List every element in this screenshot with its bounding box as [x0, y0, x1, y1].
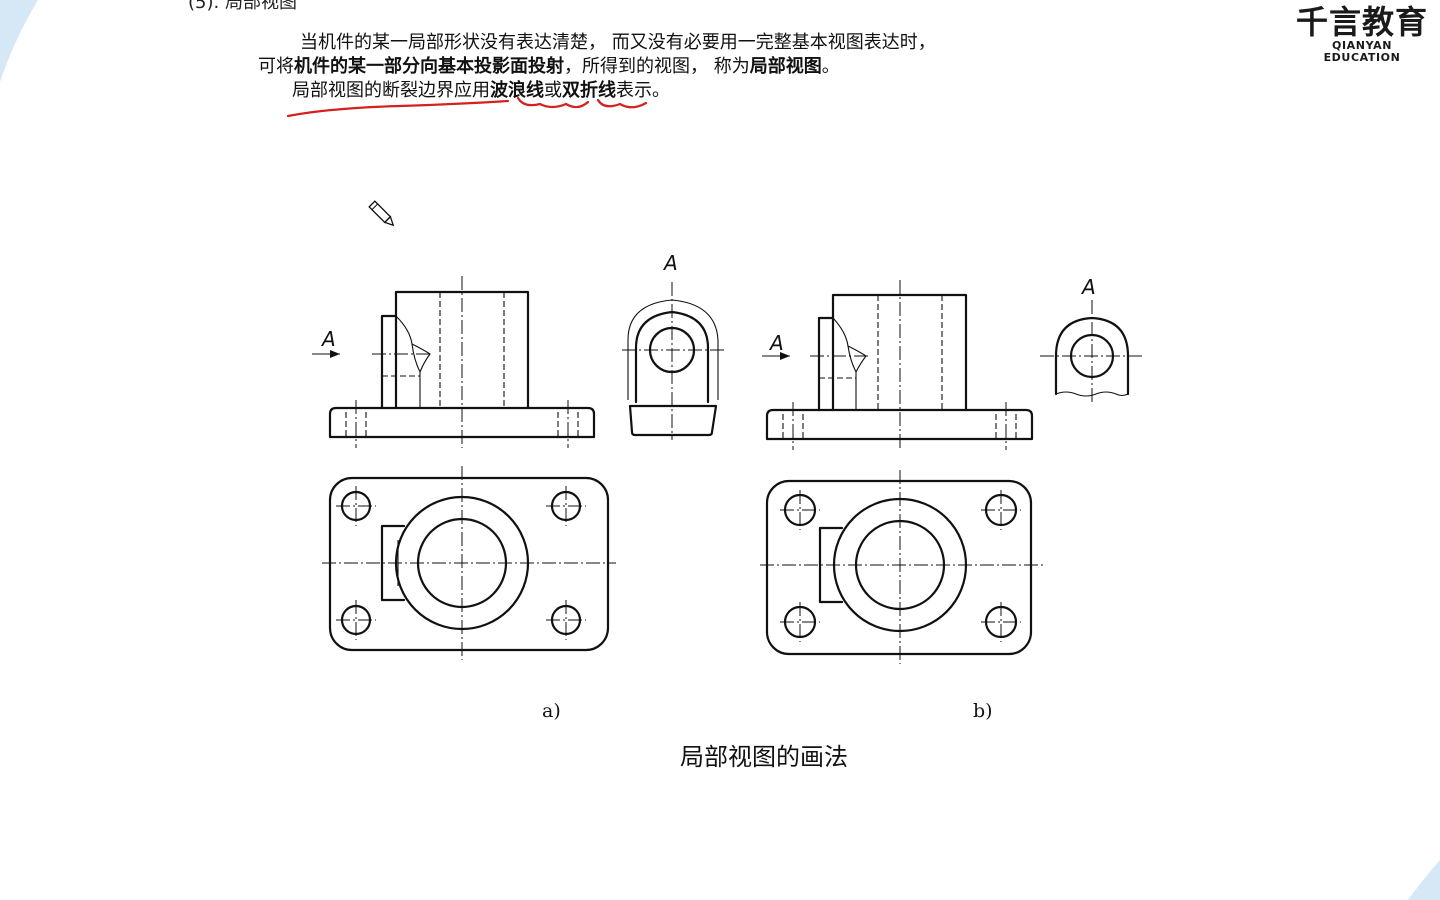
paragraph-line-2: 可将机件的某一部分向基本投影面投射，所得到的视图， 称为局部视图。 — [258, 55, 840, 79]
paragraph-line-1-text: 当机件的某一局部形状没有表达清楚， 而又没有必要用一完整基本视图表达时， — [300, 32, 936, 53]
figure-a-partial-view — [622, 282, 724, 440]
figure-b-view-label: A — [1080, 275, 1096, 299]
figure-a-top-view — [322, 466, 616, 660]
paragraph-line-2-text-a: 可将 — [258, 56, 294, 77]
brand-logo: 千言教育 QIANYAN EDUCATION — [1292, 4, 1432, 64]
brand-logo-english: QIANYAN EDUCATION — [1323, 39, 1401, 64]
figure-a-view-label: A — [662, 251, 678, 275]
figure-b-arrow-label: A — [768, 331, 784, 355]
paragraph-line-2-text-c: ，所得到的视图， 称为 — [564, 56, 750, 77]
paragraph-line-2-text-e: 。 — [821, 56, 840, 77]
brand-logo-chinese: 千言教育 — [1295, 3, 1428, 41]
paragraph-line-3: 局部视图的断裂边界应用波浪线或双折线表示。 — [292, 79, 670, 103]
figure-a-front-view — [312, 276, 596, 448]
figure-a-arrow-label: A — [320, 327, 336, 351]
paragraph-line-3-bold-d: 双折线 — [562, 80, 616, 101]
section-heading: (5). 局部视图 — [188, 0, 297, 13]
figure-b: A A — [760, 275, 1144, 664]
paragraph-line-3-text-c: 或 — [544, 80, 562, 101]
figure-b-sub-caption: b) — [973, 700, 993, 722]
pencil-cursor-icon — [368, 200, 395, 227]
paragraph-line-2-bold-a: 机件的某一部分向基本投影面投射 — [294, 56, 564, 77]
figure-caption: 局部视图的画法 — [680, 743, 848, 771]
figure-b-top-view — [760, 470, 1046, 664]
paragraph-line-3-text-a: 局部视图的断裂边界应用 — [292, 80, 490, 101]
paragraph-line-3-text-e: 表示。 — [616, 80, 670, 101]
figure-a: A A — [312, 251, 724, 660]
figure-b-partial-view — [1040, 300, 1144, 404]
paragraph-line-3-bold-b: 波浪线 — [490, 80, 544, 101]
paragraph-line-2-bold-d: 局部视图 — [749, 56, 822, 77]
red-annotation-underlines — [286, 96, 648, 118]
figure-a-sub-caption: a) — [542, 700, 561, 722]
figure-b-front-view — [762, 280, 1034, 450]
paragraph-line-1: 当机件的某一局部形状没有表达清楚， 而又没有必要用一完整基本视图表达时， — [300, 31, 936, 55]
